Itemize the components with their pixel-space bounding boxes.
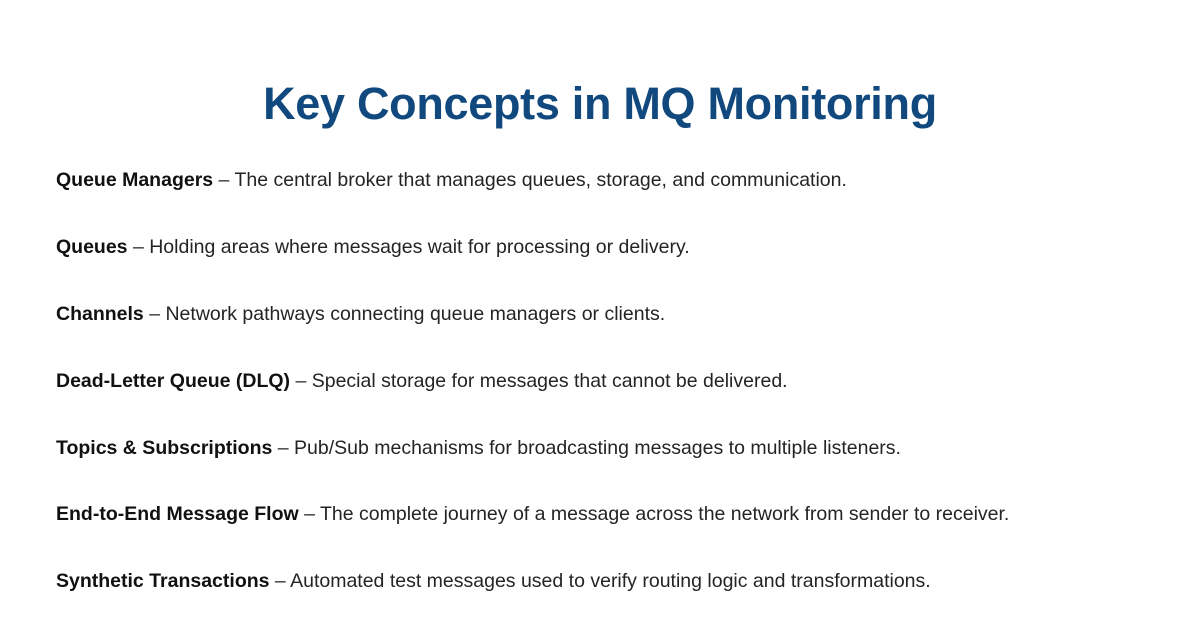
concept-term: Queues [56,235,128,258]
concept-separator: – [272,436,295,459]
concept-separator: – [298,503,321,526]
concept-description: The complete journey of a message across… [320,503,1010,526]
list-item: End-to-End Message Flow – The complete j… [56,502,1156,526]
concept-description: Network pathways connecting queue manage… [165,302,666,325]
concept-description: Special storage for messages that cannot… [311,369,788,392]
concept-separator: – [127,235,150,258]
concept-separator: – [269,570,291,593]
list-item: Dead-Letter Queue (DLQ) – Special storag… [56,369,1156,393]
concept-description: Pub/Sub mechanisms for broadcasting mess… [294,436,901,459]
list-item: Channels – Network pathways connecting q… [56,302,1156,326]
concept-description: Automated test messages used to verify r… [290,570,931,593]
concept-description: The central broker that manages queues, … [234,169,847,191]
concept-term: Topics & Subscriptions [56,436,273,459]
page-title: Key Concepts in MQ Monitoring [263,78,937,130]
concept-separator: – [290,369,312,392]
list-item: Topics & Subscriptions – Pub/Sub mechani… [56,436,1156,460]
list-item: Queue Managers – The central broker that… [56,168,1156,192]
list-item: Queues – Holding areas where messages wa… [56,235,1156,259]
concept-separator: – [143,302,166,325]
concept-term: Synthetic Transactions [56,570,270,593]
concept-term: Queue Managers [56,169,214,191]
concept-term: Dead-Letter Queue (DLQ) [56,369,291,392]
concept-description: Holding areas where messages wait for pr… [149,235,690,258]
concept-list: Queue Managers – The central broker that… [56,168,1156,594]
concept-term: Channels [56,302,144,325]
concept-term: End-to-End Message Flow [56,503,299,526]
list-item: Synthetic Transactions – Automated test … [56,569,1156,593]
concept-separator: – [213,169,235,191]
